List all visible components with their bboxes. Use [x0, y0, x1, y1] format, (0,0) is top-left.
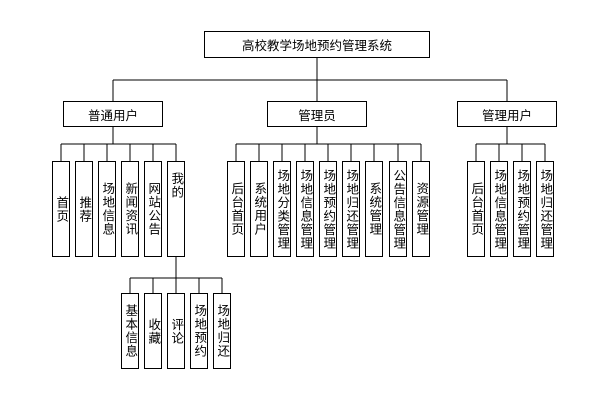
- admin-item-dashboard: 后台首页: [227, 161, 245, 257]
- user-item-recommend: 推荐: [75, 161, 93, 257]
- user-item-notice: 网站公告: [144, 161, 162, 257]
- admin-item-notice-management: 公告信息管理: [389, 161, 407, 257]
- mine-item-venue-booking: 场地预约: [190, 293, 208, 369]
- manager-item-dashboard: 后台首页: [467, 161, 485, 257]
- user-item-news: 新闻资讯: [121, 161, 139, 257]
- mine-item-comments: 评论: [167, 293, 185, 369]
- mine-item-favorites: 收藏: [144, 293, 162, 369]
- group-node-manager: 管理用户: [457, 101, 557, 127]
- mine-item-venue-return: 场地归还: [213, 293, 231, 369]
- user-item-venue-info: 场地信息: [98, 161, 116, 257]
- admin-item-venue-return: 场地归还管理: [342, 161, 360, 257]
- admin-item-venue-info: 场地信息管理: [296, 161, 314, 257]
- manager-item-venue-info: 场地信息管理: [490, 161, 508, 257]
- group-node-admin: 管理员: [267, 101, 367, 127]
- admin-item-system-management: 系统管理: [365, 161, 383, 257]
- group-node-user: 普通用户: [63, 101, 163, 127]
- user-item-home: 首页: [52, 161, 70, 257]
- admin-item-resource-management: 资源管理: [412, 161, 430, 257]
- admin-item-venue-category: 场地分类管理: [273, 161, 291, 257]
- manager-item-venue-return: 场地归还管理: [536, 161, 554, 257]
- mine-item-basic-info: 基本信息: [121, 293, 139, 369]
- user-item-mine: 我的: [167, 161, 185, 257]
- admin-item-venue-booking: 场地预约管理: [319, 161, 337, 257]
- admin-item-system-users: 系统用户: [250, 161, 268, 257]
- root-node: 高校教学场地预约管理系统: [204, 31, 430, 58]
- manager-item-venue-booking: 场地预约管理: [513, 161, 531, 257]
